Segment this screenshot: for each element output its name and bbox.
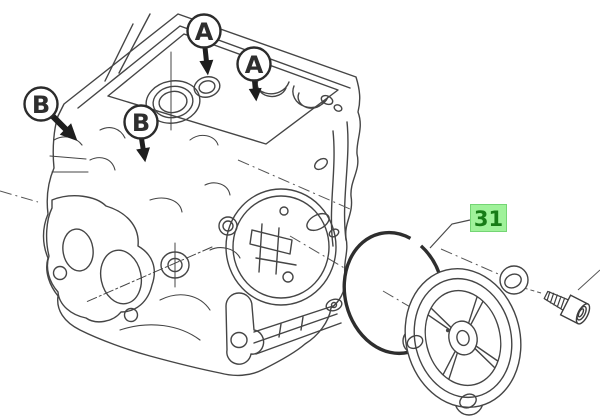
cover-plate xyxy=(402,265,529,416)
cover-lug-top xyxy=(499,265,529,295)
callout-b-1-circle xyxy=(23,86,59,122)
arm-end-hole xyxy=(330,301,338,309)
cover-mount-lug-hole xyxy=(222,220,234,232)
cover-bolt xyxy=(543,290,591,325)
callout-a-2-circle xyxy=(236,46,272,82)
cover-spoke-lines xyxy=(427,296,499,380)
flange-bolt-hole-1 xyxy=(52,265,68,281)
callout-a-2-letter: A xyxy=(245,51,264,79)
part-label-31[interactable]: 31 xyxy=(429,204,507,249)
right-face-lines xyxy=(330,121,349,247)
valve-seat-ring-inner xyxy=(158,90,188,114)
exhaust-flange xyxy=(45,195,156,323)
bottom-arm xyxy=(253,305,342,355)
bolt-socket xyxy=(576,305,587,321)
callouts: A A B B xyxy=(23,13,272,163)
side-hole-upper xyxy=(314,157,328,171)
bolt-corner-line xyxy=(577,269,600,291)
cover-mount-lug xyxy=(218,216,238,236)
callout-b-1-letter: B xyxy=(32,91,50,119)
compartment-ribs xyxy=(249,223,297,275)
engine-outline xyxy=(42,13,361,377)
callout-a-1-arrow xyxy=(199,47,214,76)
callout-b-2-letter: B xyxy=(132,109,150,137)
arm-end-boss xyxy=(325,298,343,312)
compartment-hole-lower xyxy=(282,271,294,283)
cover-face-ring xyxy=(424,289,502,387)
callout-a-1-circle xyxy=(186,13,222,49)
bolt-threads xyxy=(543,290,569,311)
top-face-wireframe xyxy=(77,13,351,145)
callout-a-2: A xyxy=(236,46,272,102)
flange-bolt-hole-2 xyxy=(123,307,139,323)
callout-a-1-letter: A xyxy=(195,18,214,46)
bolt-socket-inner xyxy=(577,308,585,318)
axis-line-far-left xyxy=(0,190,39,203)
valve-seat-ring-mid xyxy=(152,85,194,119)
cover-lug-left-hole xyxy=(406,334,424,350)
callout-b-2: B xyxy=(123,104,159,163)
top-bolt-hole-1 xyxy=(320,94,334,106)
left-boss-axis xyxy=(85,246,213,303)
exhaust-port-oval xyxy=(99,249,143,305)
callout-b-2-arrow xyxy=(136,138,150,163)
bottom-lug-hole xyxy=(230,331,248,349)
cam-saddles xyxy=(251,71,329,109)
callout-b-2-circle xyxy=(123,104,159,140)
cover-rim-inner xyxy=(413,277,513,399)
valve-guide-outer xyxy=(193,76,221,98)
compartment-hole-upper xyxy=(279,206,289,216)
axis-line-upper xyxy=(237,159,513,281)
cover-mount-contour-inner xyxy=(232,195,330,299)
valve-guide-inner xyxy=(198,80,216,94)
top-bolt-hole-2 xyxy=(333,104,343,112)
cover-lug-bottom-hole xyxy=(459,393,477,409)
part-label-box[interactable] xyxy=(470,204,507,232)
intake-port-oval xyxy=(62,228,94,272)
callout-a-1: A xyxy=(186,13,222,76)
cover-face-spokes xyxy=(424,289,502,387)
part-label-number[interactable]: 31 xyxy=(474,207,503,231)
cylinder-head-drawing xyxy=(42,13,361,377)
part-label-leader xyxy=(429,219,471,249)
cover-hub xyxy=(448,320,478,356)
cover-mount-contour-outer xyxy=(225,188,337,306)
cover-lug-top-hole xyxy=(504,273,522,289)
callout-b-1-arrow xyxy=(49,113,78,141)
callout-b-1: B xyxy=(23,86,78,141)
cover-hub-hole xyxy=(456,329,470,347)
callout-a-2-arrow xyxy=(248,80,262,102)
bottom-mount-lug xyxy=(225,292,265,365)
